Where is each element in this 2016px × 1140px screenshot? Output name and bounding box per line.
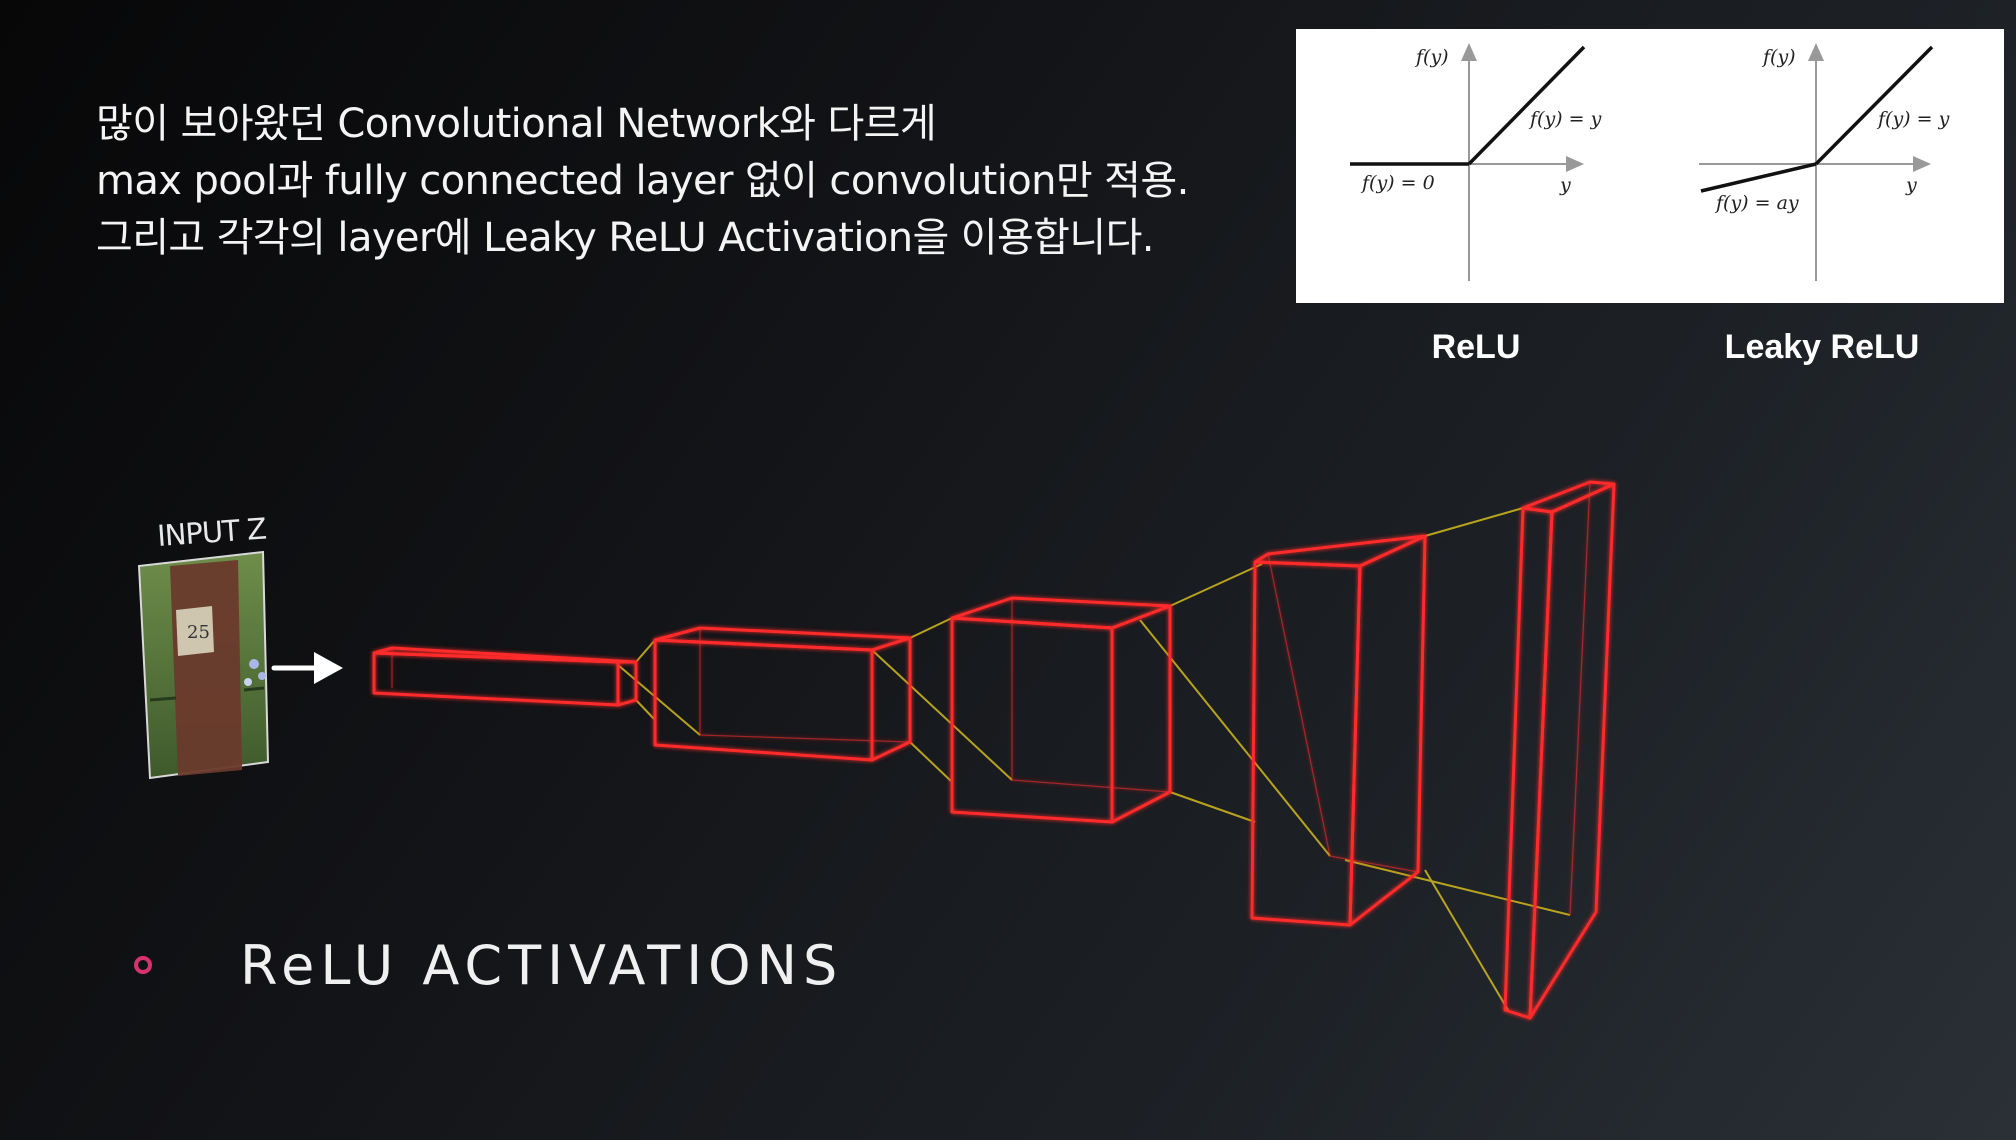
bullet-relu-activations: ReLU ACTIVATIONS <box>134 933 844 997</box>
layer-1 <box>372 646 638 707</box>
input-z: INPUT Z 25 <box>137 511 270 780</box>
relu-graph: f(y) f(y) = y f(y) = 0 y <box>1350 43 1602 281</box>
intro-line-1: 많이 보아왔던 Convolutional Network와 다르게 <box>96 101 937 147</box>
relu-x-axis-label: y <box>1559 174 1571 196</box>
layer-connectors <box>617 507 1571 1011</box>
layer-4 <box>1250 534 1427 927</box>
layer-2 <box>653 626 912 762</box>
relu-positive-segment <box>1467 45 1586 166</box>
layer-boxes <box>372 480 1616 1020</box>
bullet-text: ReLU ACTIVATIONS <box>240 933 844 997</box>
input-sign-number: 25 <box>187 622 210 643</box>
activation-graphs-svg: f(y) f(y) = y f(y) = 0 y f(y) f(y) = y f… <box>1350 43 1950 281</box>
input-arrow <box>271 652 343 684</box>
intro-line-3: 그리고 각각의 layer에 Leaky ReLU Activation을 이용… <box>96 215 1155 261</box>
leaky-relu-x-axis-label: y <box>1905 174 1917 196</box>
bullet-circle-icon <box>134 956 152 974</box>
input-z-label: INPUT Z <box>156 511 267 553</box>
leaky-relu-positive-segment <box>1814 45 1934 166</box>
intro-text: 많이 보아왔던 Convolutional Network와 다르게 max p… <box>96 96 1189 267</box>
leaky-relu-caption: Leaky ReLU <box>1724 328 1920 366</box>
layer-3 <box>950 596 1172 824</box>
activation-graphs-panel: f(y) f(y) = y f(y) = 0 y f(y) f(y) = y f… <box>1296 29 2004 303</box>
layer-5 <box>1503 480 1616 1020</box>
leaky-relu-y-axis-label: f(y) <box>1761 46 1796 68</box>
intro-line-2: max pool과 fully connected layer 없이 convo… <box>96 158 1189 204</box>
leaky-relu-negative-segment <box>1700 162 1817 193</box>
leaky-relu-positive-label: f(y) = y <box>1876 108 1950 130</box>
relu-y-axis-label: f(y) <box>1414 46 1449 68</box>
input-image-thumbnail: 25 <box>137 550 270 780</box>
leaky-relu-graph: f(y) f(y) = y f(y) = ay y <box>1699 43 1950 281</box>
relu-negative-label: f(y) = 0 <box>1360 172 1435 194</box>
relu-positive-label: f(y) = y <box>1528 108 1602 130</box>
relu-caption: ReLU <box>1431 328 1521 366</box>
leaky-relu-negative-label: f(y) = ay <box>1714 192 1799 214</box>
